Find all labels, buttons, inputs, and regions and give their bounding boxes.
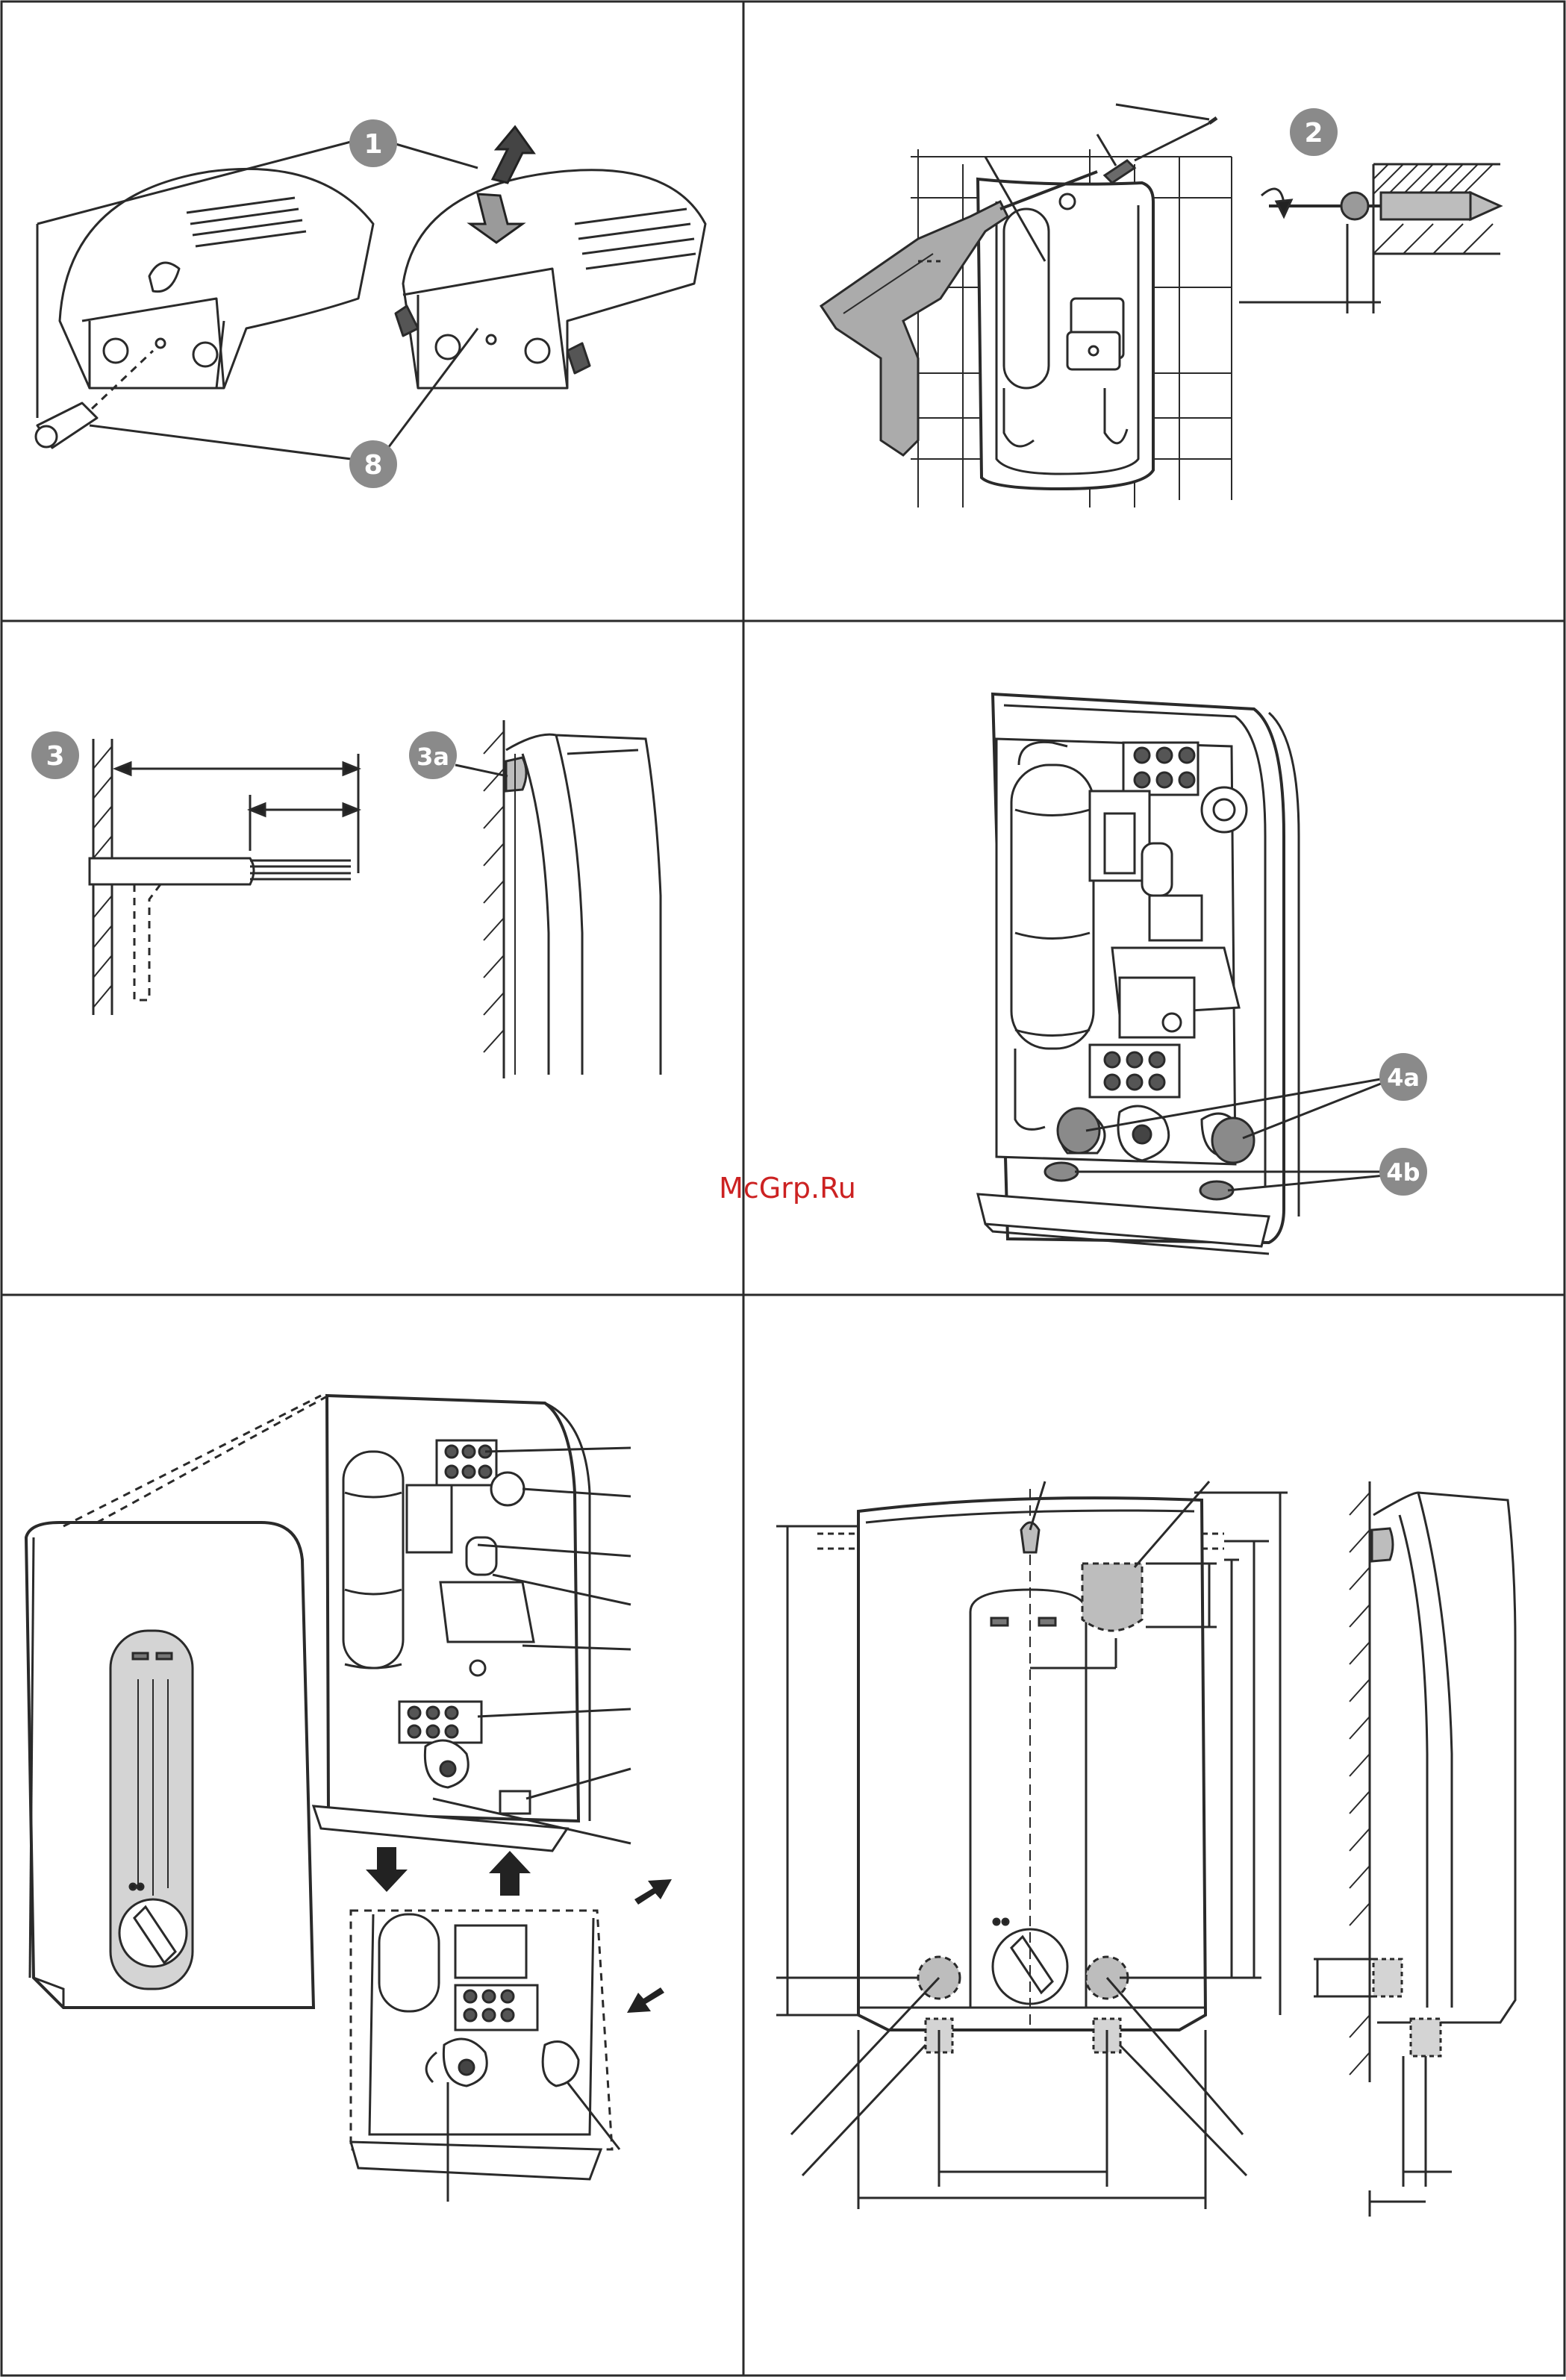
badge-3: 3 xyxy=(31,731,79,779)
lift-arrow-up xyxy=(493,127,534,183)
panel-dimensions xyxy=(776,1481,1515,2217)
arrow-down-detach xyxy=(366,1847,408,1892)
svg-text:3a: 3a xyxy=(417,743,449,771)
panel-exploded-unit xyxy=(26,1396,631,2202)
panel-cover-removal xyxy=(36,142,705,459)
panel-side-view xyxy=(484,720,661,1078)
dowel-detail xyxy=(1239,164,1500,313)
badge-3a: 3a xyxy=(409,731,457,779)
svg-text:2: 2 xyxy=(1304,118,1323,149)
badge-8: 8 xyxy=(349,440,397,488)
arrow-up-attach xyxy=(489,1851,531,1896)
panel-cable-length xyxy=(90,739,358,1015)
watermark: McGrp.Ru xyxy=(719,1172,856,1205)
arrow-swing-in xyxy=(627,1987,664,2013)
svg-text:4a: 4a xyxy=(1387,1063,1420,1092)
badge-4a: 4a xyxy=(1379,1053,1427,1101)
panel-wall-mounting xyxy=(821,104,1232,507)
svg-text:4b: 4b xyxy=(1386,1158,1420,1187)
svg-text:1: 1 xyxy=(364,129,382,160)
svg-text:3: 3 xyxy=(46,741,64,772)
badge-1: 1 xyxy=(349,119,397,167)
panel-open-unit xyxy=(978,694,1299,1254)
badge-2: 2 xyxy=(1290,108,1338,156)
arrow-swing-out xyxy=(634,1879,672,1905)
svg-text:8: 8 xyxy=(364,450,382,481)
badge-4b: 4b xyxy=(1379,1148,1427,1196)
